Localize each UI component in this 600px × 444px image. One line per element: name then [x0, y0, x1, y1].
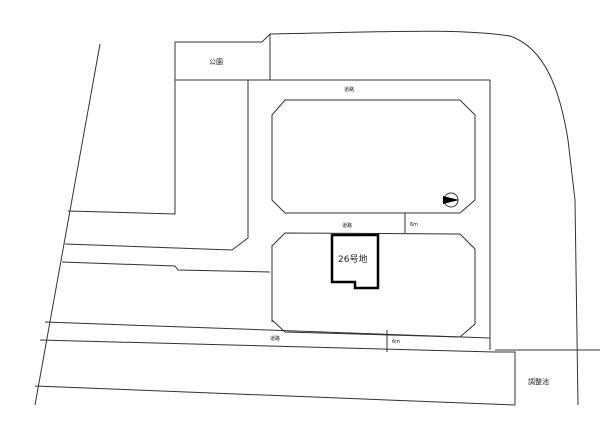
park-label: 公園: [209, 58, 223, 66]
lot-label[interactable]: 26号地: [338, 253, 367, 265]
road-bottom-label: 道路: [270, 335, 280, 342]
boundary-lines: [34, 30, 600, 406]
road-top-label: 道路: [344, 86, 354, 93]
block-lower: [271, 232, 476, 338]
block-upper: [271, 99, 476, 214]
retention-pond-label: 調整池: [528, 377, 549, 386]
lot-26-outline[interactable]: [330, 233, 380, 290]
road-middle-label: 道路: [342, 222, 352, 229]
north-arrow-icon: [443, 192, 459, 208]
road-bottom-width: 6m: [392, 339, 400, 345]
road-middle-width: 6m: [410, 222, 418, 228]
